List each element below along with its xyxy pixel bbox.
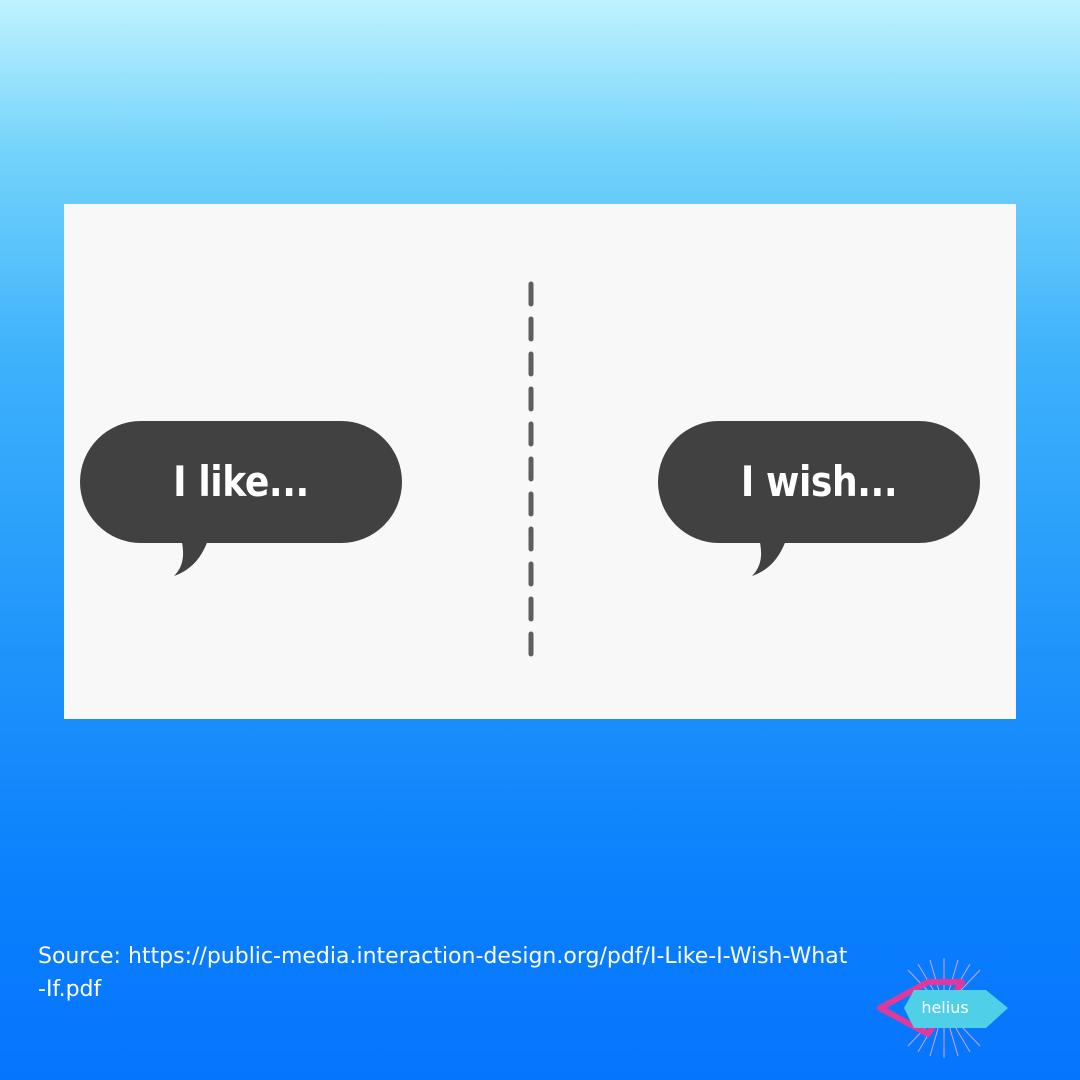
speech-bubble-right-label: I wish... — [740, 457, 898, 506]
logo-cyan-hexagon — [904, 990, 1008, 1028]
helius-logo-mark — [877, 958, 1008, 1058]
illustration-card: I like... I wish... — [64, 204, 1016, 719]
speech-bubble-left-label: I like... — [173, 457, 309, 506]
card-graphics — [80, 281, 980, 667]
speech-bubble-right — [658, 421, 980, 576]
helius-logo: helius — [874, 956, 1014, 1060]
source-caption: Source: https://public-media.interaction… — [38, 944, 848, 1002]
speech-bubble-left — [80, 421, 402, 576]
logo-text: helius — [921, 998, 969, 1017]
logo-pink-chevron — [877, 979, 965, 1037]
